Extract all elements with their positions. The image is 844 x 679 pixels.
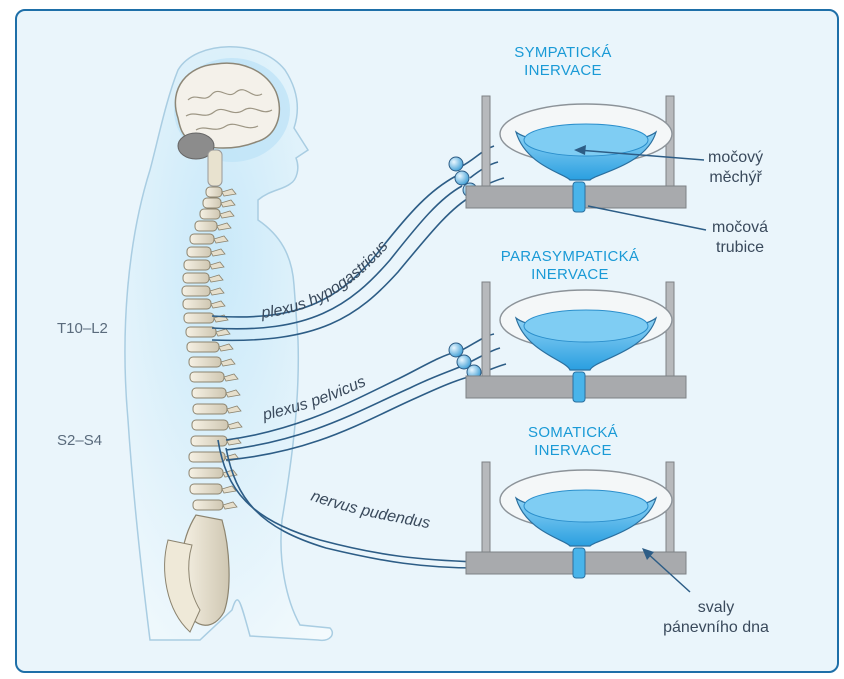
panel-header-somatic: SOMATICKÁ INERVACE [498, 424, 648, 460]
panel-header-sympathetic-line1: SYMPATICKÁ [498, 44, 628, 62]
label-urethra-line1: močová [712, 218, 768, 238]
panel-header-somatic-line1: SOMATICKÁ [498, 424, 648, 442]
panel-header-sympathetic-line2: INERVACE [498, 62, 628, 80]
pelvic-wall-left [482, 282, 490, 380]
label-bladder: močový měchýř [708, 148, 763, 188]
panel-header-sympathetic: SYMPATICKÁ INERVACE [498, 44, 628, 80]
urethra [573, 548, 585, 578]
pelvic-wall-left [482, 96, 490, 190]
label-bladder-line1: močový [708, 148, 763, 168]
urethra [573, 372, 585, 402]
panel-header-parasympathetic-line1: PARASYMPATICKÁ [480, 248, 660, 266]
urine [524, 310, 648, 342]
label-urethra-line2: trubice [712, 238, 768, 258]
urine [524, 490, 648, 522]
label-pelvic-floor-line1: svaly [636, 598, 796, 618]
panel-header-parasympathetic: PARASYMPATICKÁ INERVACE [480, 248, 660, 284]
label-urethra: močová trubice [712, 218, 768, 258]
label-pelvic-floor: svaly pánevního dna [636, 598, 796, 638]
label-pelvic-floor-line2: pánevního dna [636, 618, 796, 638]
segment-label-upper: T10–L2 [57, 320, 108, 337]
panel-header-somatic-line2: INERVACE [498, 442, 648, 460]
urethra [573, 182, 585, 212]
pelvic-wall-left [482, 462, 490, 556]
panel-header-parasympathetic-line2: INERVACE [480, 266, 660, 284]
label-bladder-line2: měchýř [708, 168, 763, 188]
segment-label-lower: S2–S4 [57, 432, 102, 449]
